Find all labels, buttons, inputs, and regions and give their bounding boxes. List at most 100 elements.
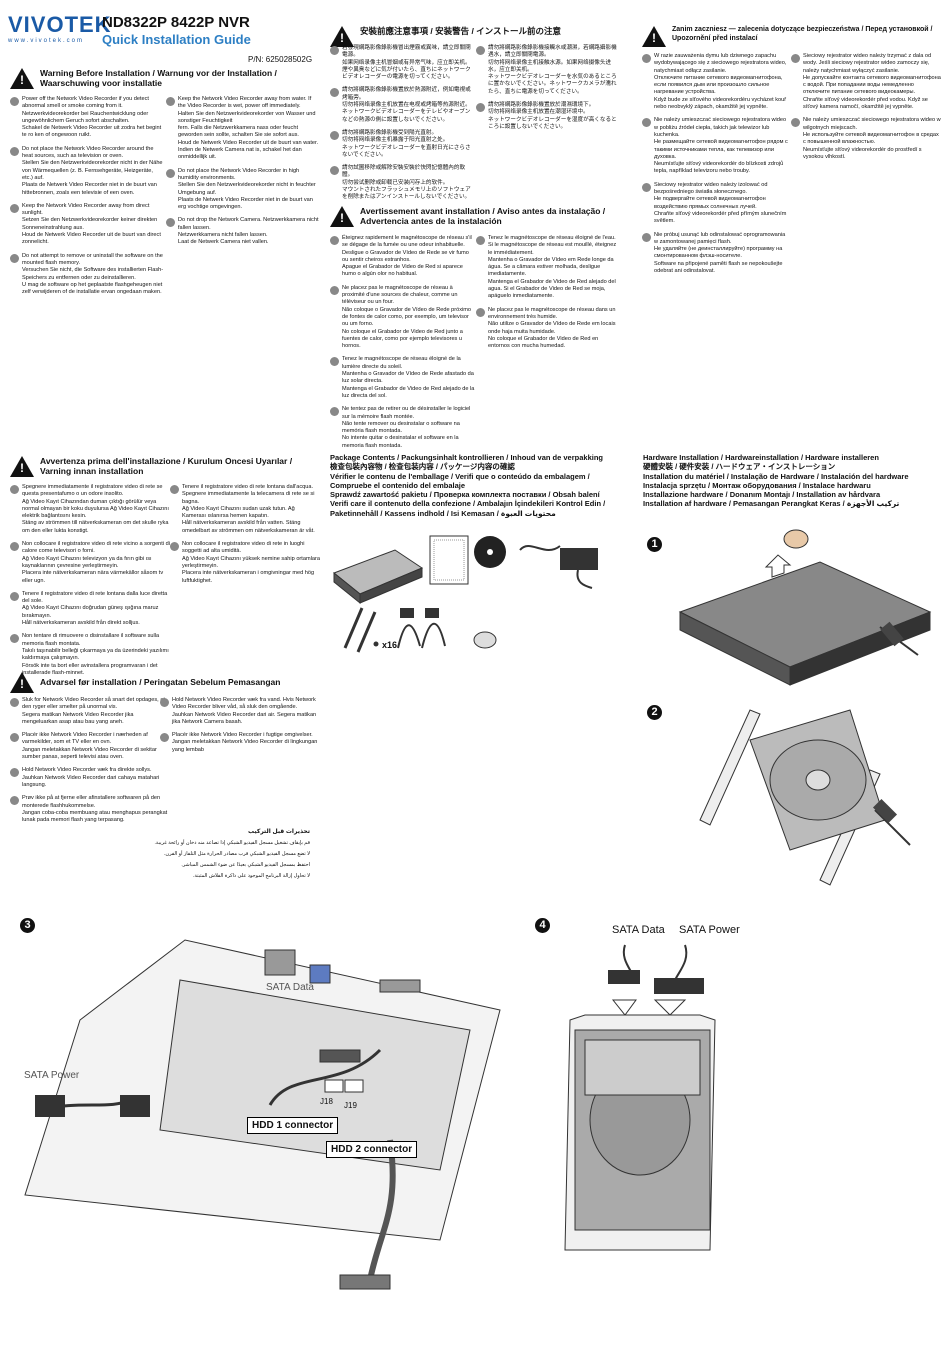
warning-icon	[642, 26, 666, 47]
warning-icon	[10, 672, 34, 693]
package-title-3: Vérifier le contenu de l'emballage / Ver…	[330, 471, 590, 490]
bullet-icon	[330, 166, 339, 176]
bullet-icon	[10, 733, 19, 743]
step-3-badge: 3	[20, 918, 35, 933]
warning-heading-it: Avvertenza prima dell'installazione / Ku…	[10, 456, 320, 477]
software-cd-illustration	[474, 536, 506, 568]
hardware-title-5: Installazione hardware / Donanım Montajı…	[643, 490, 881, 500]
warning-text: Spegnere immediatamente il registratore …	[22, 484, 169, 534]
warning-text: Placér ikke Network Video Recorder i nær…	[22, 732, 157, 761]
mounting-rails-illustration	[343, 607, 377, 653]
warning-item: Sluk for Network Video Recorder så snart…	[10, 697, 170, 726]
bullet-icon	[170, 542, 179, 552]
bullet-icon	[642, 54, 651, 63]
warning-text: Éteignez rapidement le magnétoscope de r…	[342, 235, 472, 278]
warning-title: 安裝前應注意事項 / 安装警告 / インストール前の注意	[360, 26, 562, 36]
bullet-icon	[330, 357, 339, 367]
hardware-title-3: Installation du matériel / Instalação de…	[643, 471, 909, 481]
brand-url: www.vivotek.com	[8, 38, 85, 44]
bullet-icon	[791, 54, 800, 63]
guide-title: Quick Installation Guide	[102, 32, 251, 47]
warning-heading-fr: Avertissement avant installation / Aviso…	[330, 206, 620, 227]
hardware-title-1: Hardware Installation / Hardwareinstalla…	[643, 453, 879, 462]
warning-text: 請勿將網路影像錄影機接觸水或潮濕，若網路攝影機遇水，請立即關閉電源。切勿将网络录…	[488, 45, 617, 95]
warning-text: Power off the Network Video Recorder if …	[22, 96, 162, 139]
warning-item: Keep the Network Video Recorder away fro…	[166, 96, 320, 162]
warning-item: Ne placez pas le magnétoscope de réseau …	[476, 307, 620, 351]
warning-item: Placér ikke Network Video Recorder i nær…	[10, 732, 170, 761]
warning-col-left: Sluk for Network Video Recorder så snart…	[10, 697, 170, 830]
arabic-warnings: تحذيرات قبل التركيب قم بإيقاف تشغيل مسجل…	[150, 828, 311, 883]
sata-data-label: SATA Data	[266, 982, 314, 993]
bullet-icon	[476, 307, 485, 317]
bullet-icon	[330, 407, 339, 417]
warning-item: Hold Network Video Recorder væk fra dire…	[10, 767, 170, 789]
warning-item: Sieciowy rejestrator wideo należy trzyma…	[791, 53, 941, 111]
warning-item: Ne tentez pas de retirer ou de désinstal…	[330, 406, 475, 450]
warning-item: Non tentare di rimuovere o disinstallare…	[10, 633, 170, 677]
warning-item: Nie należy umieszczać sieciowego rejestr…	[642, 117, 790, 175]
warning-item: 請勿將網路影像錄影機接觸水或潮濕，若網路攝影機遇水，請立即關閉電源。切勿将网络录…	[476, 45, 620, 96]
hdd2-connector-label: HDD 2 connector	[326, 1141, 418, 1158]
warning-text: Ne placez pas le magnétoscope de réseau …	[488, 306, 616, 350]
hardware-title-4: Instalacja sprzętu / Монтаж оборудования…	[643, 480, 871, 490]
sata-data-label-4: SATA Data	[612, 924, 665, 936]
warning-col-right: Keep the Network Video Recorder away fro…	[166, 96, 320, 253]
warning-text: Hold Network Video Recorder væk fra vand…	[172, 697, 317, 725]
model-title: ND8322P 8422P NVR	[102, 14, 250, 31]
warning-item: W razie zauważenia dymu lub dziwnego zap…	[642, 53, 790, 111]
warning-heading-1: Warning Before Installation / Warnung vo…	[10, 68, 310, 89]
warning-title: Zanim zaczniesz — zalecenia dotyczące be…	[672, 26, 933, 42]
warning-text: 若發現網路影像錄影機冒出煙霧或異味，請立即關閉電源。如果网络录像主机冒烟或有异常…	[342, 45, 471, 81]
brand-name: VIVOTEK	[8, 12, 112, 37]
warning-item: Nie należy umieszczać sieciowego rejestr…	[791, 117, 941, 161]
bullet-icon	[642, 232, 651, 242]
hardware-title-6: Installation af hardware / Pemasangan Pe…	[643, 499, 900, 509]
warning-item: 請勿試圖移除或解除安裝安裝於快閃記憶體內的軟體。切勿尝试删除或卸载已安装闪存上的…	[330, 165, 475, 201]
warning-col-right: 請勿將網路影像錄影機接觸水或潮濕，若網路攝影機遇水，請立即關閉電源。切勿将网络录…	[476, 45, 620, 137]
bullet-icon	[166, 168, 175, 178]
package-contents-heading: Package Contents / Packungsinhalt kontro…	[330, 453, 625, 518]
bullet-icon	[10, 768, 19, 778]
warning-text: 請勿將網路影像錄影機受到陽光直射。切勿将网络录像主机暴露于阳光直射之处。ネットワ…	[342, 129, 471, 158]
warning-text: Hold Network Video Recorder væk fra dire…	[22, 767, 160, 788]
warning-text: Nie próbuj usunąć lub odinstalować oprog…	[654, 231, 786, 275]
warning-icon	[10, 68, 34, 89]
warning-text: W razie zauważenia dymu lub dziwnego zap…	[654, 53, 787, 111]
warning-text: Keep the Network Video Recorder away fro…	[178, 96, 319, 161]
arabic-warning-item: قم بإيقاف تشغيل مسجل الفيديو الشبكي إذا …	[154, 840, 311, 846]
warning-text: Ne tentez pas de retirer ou de désinstal…	[342, 406, 471, 449]
warning-text: Nie należy umieszczać sieciowego rejestr…	[803, 117, 941, 160]
warning-title: Advarsel før installation / Peringatan S…	[40, 677, 281, 687]
arabic-warning-item: احتفظ بمسجل الفيديو الشبكي بعيدًا عن ضوء…	[181, 862, 310, 868]
hardware-installation-heading: Hardware Installation / Hardwareinstalla…	[643, 453, 943, 509]
power-adapter-illustration	[519, 545, 598, 589]
warning-col-right: Hold Network Video Recorder væk fra vand…	[160, 697, 320, 760]
warning-title: Avvertenza prima dell'installazione / Ku…	[40, 456, 293, 476]
warning-text: Tenere il registratore video di rete lon…	[182, 484, 315, 534]
bullet-icon	[10, 698, 19, 707]
warning-item: Tenere il registratore video di rete lon…	[10, 591, 170, 627]
booklet-illustration	[429, 535, 469, 585]
warning-text: Do not attempt to remove or uninstall th…	[22, 252, 164, 296]
bullet-icon	[166, 97, 175, 106]
bullet-icon	[160, 733, 169, 743]
warning-col-right: Tenere il registratore video di rete lon…	[170, 484, 320, 591]
warning-item: Power off the Network Video Recorder if …	[10, 96, 165, 140]
warning-text: 請勿將網路影像錄影機置放於潮濕環境下。切勿将网络录像主机放置在潮湿环境中。ネット…	[488, 102, 617, 130]
warning-heading-cjk: 安裝前應注意事項 / 安装警告 / インストール前の注意	[330, 26, 620, 47]
warning-text: Nie należy umieszczać sieciowego rejestr…	[654, 117, 788, 175]
step-3-figure	[24, 939, 501, 1290]
warning-item: Keep the Network Video Recorder away fro…	[10, 203, 165, 247]
warning-col-right: Tenez le magnétoscope de réseau éloigné …	[476, 235, 620, 356]
warning-col-left: Spegnere immediatamente il registratore …	[10, 484, 170, 683]
bullet-icon	[10, 97, 19, 106]
warning-item: 請勿將網路影像錄影機受到陽光直射。切勿将网络录像主机暴露于阳光直射之处。ネットワ…	[330, 130, 475, 159]
step-2-badge: 2	[647, 705, 662, 720]
screws-illustration	[373, 641, 379, 647]
warning-text: Placér ikke Network Video Recorder i fug…	[172, 732, 318, 753]
package-title-4: Sprawdź zawartość pakietu / Проверка ком…	[330, 490, 600, 500]
warning-item: Placér ikke Network Video Recorder i fug…	[160, 732, 320, 754]
warning-item: Prøv ikke på at fjerne eller afinstaller…	[10, 795, 170, 824]
